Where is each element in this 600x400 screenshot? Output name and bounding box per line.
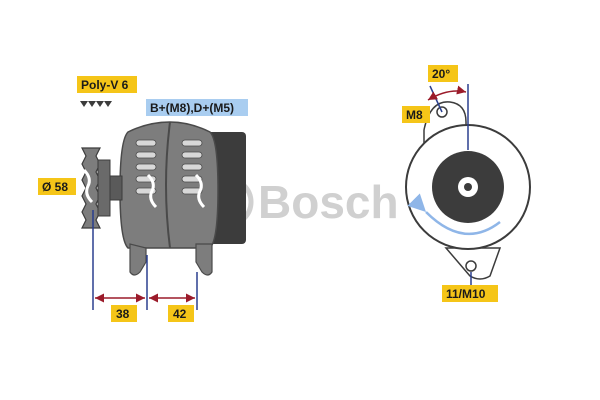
label-dim-42: 42	[168, 305, 194, 322]
dimension-lines-left	[92, 210, 198, 310]
rotation-direction-icon	[407, 193, 501, 236]
svg-text:38: 38	[116, 307, 130, 321]
svg-text:11/M10: 11/M10	[446, 287, 486, 301]
label-angle: 20°	[428, 65, 458, 82]
svg-text:Poly-V 6: Poly-V 6	[81, 78, 129, 92]
svg-text:B+(M8),D+(M5): B+(M8),D+(M5)	[150, 101, 234, 115]
alternator-front-view	[405, 101, 531, 280]
pulley	[81, 147, 111, 229]
poly-v-belt-icon	[80, 101, 112, 107]
mounting-foot-rear	[195, 243, 213, 276]
alternator-housing	[119, 121, 219, 249]
svg-text:42: 42	[173, 307, 187, 321]
watermark-text: Bosch	[258, 176, 399, 228]
label-dim-38: 38	[111, 305, 137, 322]
label-bolt-bottom: 11/M10	[442, 285, 498, 302]
angle-arrow	[427, 85, 467, 101]
label-bolt-top: M8	[402, 106, 430, 123]
label-belt: Poly-V 6	[77, 76, 137, 93]
svg-text:M8: M8	[406, 108, 423, 122]
label-pulley-diameter: Ø 58	[38, 178, 76, 195]
alternator-side-view	[81, 121, 246, 276]
svg-text:20°: 20°	[432, 67, 450, 81]
mounting-foot-front	[129, 243, 147, 276]
label-terminals: B+(M8),D+(M5)	[146, 99, 248, 116]
bolt-hole-bottom	[465, 260, 477, 272]
svg-text:Ø 58: Ø 58	[42, 180, 68, 194]
